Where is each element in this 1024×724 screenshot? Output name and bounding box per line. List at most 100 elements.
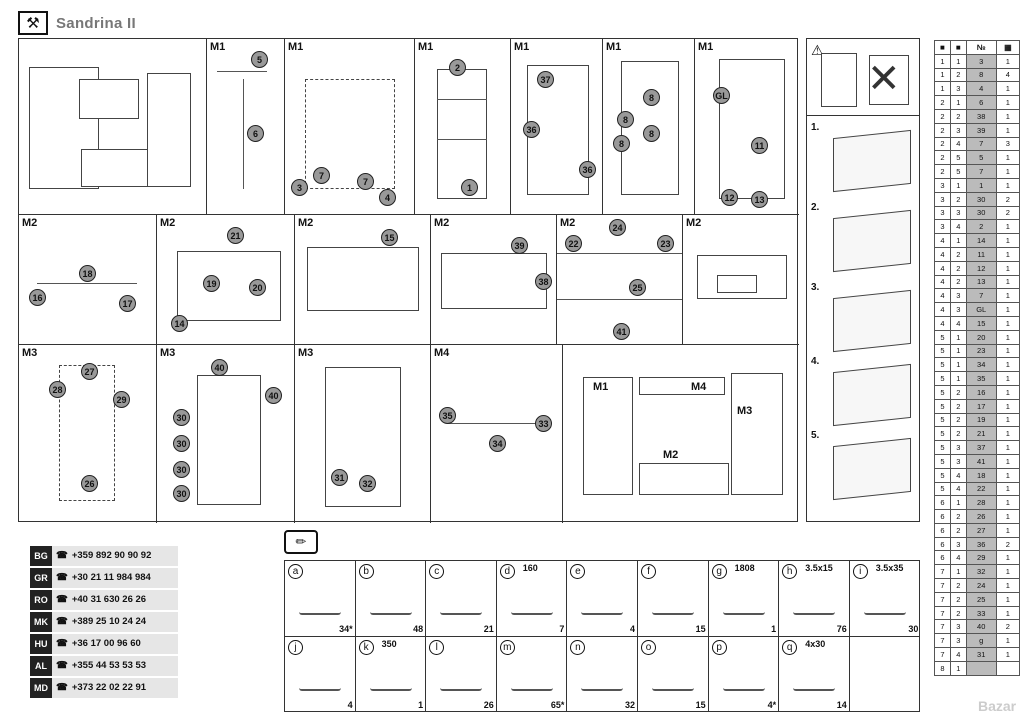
table-cell: 5 (965, 150, 997, 166)
table-cell: 3 (949, 440, 967, 455)
table-cell: 2 (949, 274, 967, 290)
country-code: MK (30, 612, 52, 632)
part-badge: 25 (629, 279, 646, 296)
table-cell: 4 (934, 260, 951, 276)
part-badge: 21 (227, 227, 244, 244)
table-cell: 1 (995, 440, 1021, 455)
table-cell: 4 (995, 67, 1021, 83)
table-cell: 18 (965, 467, 997, 483)
phone-number[interactable]: ☎+40 31 630 26 26 (52, 590, 178, 610)
part-badge: 5 (251, 51, 268, 68)
table-cell: 1 (995, 177, 1021, 193)
part-badge: 8 (643, 89, 660, 106)
table-cell: 5 (934, 384, 951, 400)
module-label: M1 (514, 41, 530, 53)
phone-icon: ☎ (56, 594, 68, 606)
table-cell: 7 (934, 633, 951, 649)
hardware-letter: p (711, 639, 727, 655)
table-cell: 5 (934, 398, 951, 414)
table-cell: 2 (934, 150, 951, 166)
table-cell: 1 (995, 274, 1021, 290)
table-cell: 1 (995, 509, 1021, 524)
step-m1-f: M1 GL 11 12 13 (695, 39, 799, 215)
country-code: RO (30, 590, 52, 610)
hardware-qty: 32 (624, 700, 635, 710)
part-badge: 30 (173, 409, 190, 426)
part-badge: 33 (535, 415, 552, 432)
step-m2-d: M2 39 38 (431, 215, 557, 345)
phone-number[interactable]: ☎+389 25 10 24 24 (52, 612, 178, 632)
hardware-icon (510, 583, 553, 615)
table-cell: 2 (949, 108, 967, 124)
table-cell: 30 (965, 205, 997, 221)
phone-icon: ☎ (56, 638, 68, 650)
part-badge: 34 (489, 435, 506, 452)
table-cell: 3 (949, 205, 967, 221)
hardware-qty: 34* (339, 623, 353, 634)
part-badge: 28 (49, 381, 66, 398)
title-bar: ⚒ Sandrina II (18, 10, 136, 36)
phone-number[interactable]: ☎+355 44 53 53 53 (52, 656, 178, 676)
table-cell: 1 (949, 495, 967, 511)
table-cell: 1 (995, 481, 1021, 497)
phone-number-text: +30 21 11 984 984 (71, 572, 151, 584)
table-cell: 1 (949, 660, 967, 676)
hardware-icon: ✏ (284, 530, 318, 554)
step-m1-e: M1 8 8 8 8 (603, 39, 695, 215)
table-cell: 1 (995, 122, 1021, 138)
module-label: M1 (698, 41, 714, 53)
table-cell: 1 (995, 384, 1021, 400)
step-m2-e: M2 24 22 23 25 41 (557, 215, 683, 345)
part-badge: 31 (331, 469, 348, 486)
table-cell: 6 (934, 495, 951, 511)
hardware-icon (722, 583, 765, 615)
overview-wall-shelf (79, 79, 139, 119)
table-cell: 1 (995, 343, 1021, 359)
phone-number[interactable]: ☎+36 17 00 96 60 (52, 634, 178, 654)
phone-number[interactable]: ☎+373 22 02 22 91 (52, 678, 178, 698)
part-badge: 7 (357, 173, 374, 190)
table-cell: 1 (995, 591, 1021, 607)
phone-number[interactable]: ☎+359 892 90 90 92 (52, 546, 178, 566)
hardware-icon (863, 583, 906, 615)
phone-number[interactable]: ☎+30 21 11 984 984 (52, 568, 178, 588)
table-cell: 26 (965, 509, 997, 524)
step-m2-f: M2 (683, 215, 799, 345)
table-cell: 24 (965, 578, 997, 593)
module-label: M3 (22, 347, 38, 359)
drawer-step: 5. (807, 428, 921, 506)
phone-icon: ☎ (56, 616, 68, 628)
part-badge: 24 (609, 219, 626, 236)
hardware-size: 3.5x35 (875, 563, 904, 573)
phone-icon: ☎ (56, 682, 68, 694)
step-m1-c: M1 2 1 (415, 39, 511, 215)
module-label: M1 (288, 41, 304, 53)
warning-icon: ⚠ (811, 42, 824, 58)
hardware-icon (440, 583, 483, 615)
table-cell: 1 (995, 467, 1021, 483)
hardware-qty: 30 (908, 623, 919, 634)
table-cell: 15 (965, 315, 997, 331)
table-cell: 1 (995, 315, 1021, 331)
overview-m1: M1 (593, 381, 609, 393)
table-cell: 2 (934, 122, 951, 138)
table-cell: 1 (949, 343, 967, 359)
drawer-step: 1. (807, 120, 921, 198)
